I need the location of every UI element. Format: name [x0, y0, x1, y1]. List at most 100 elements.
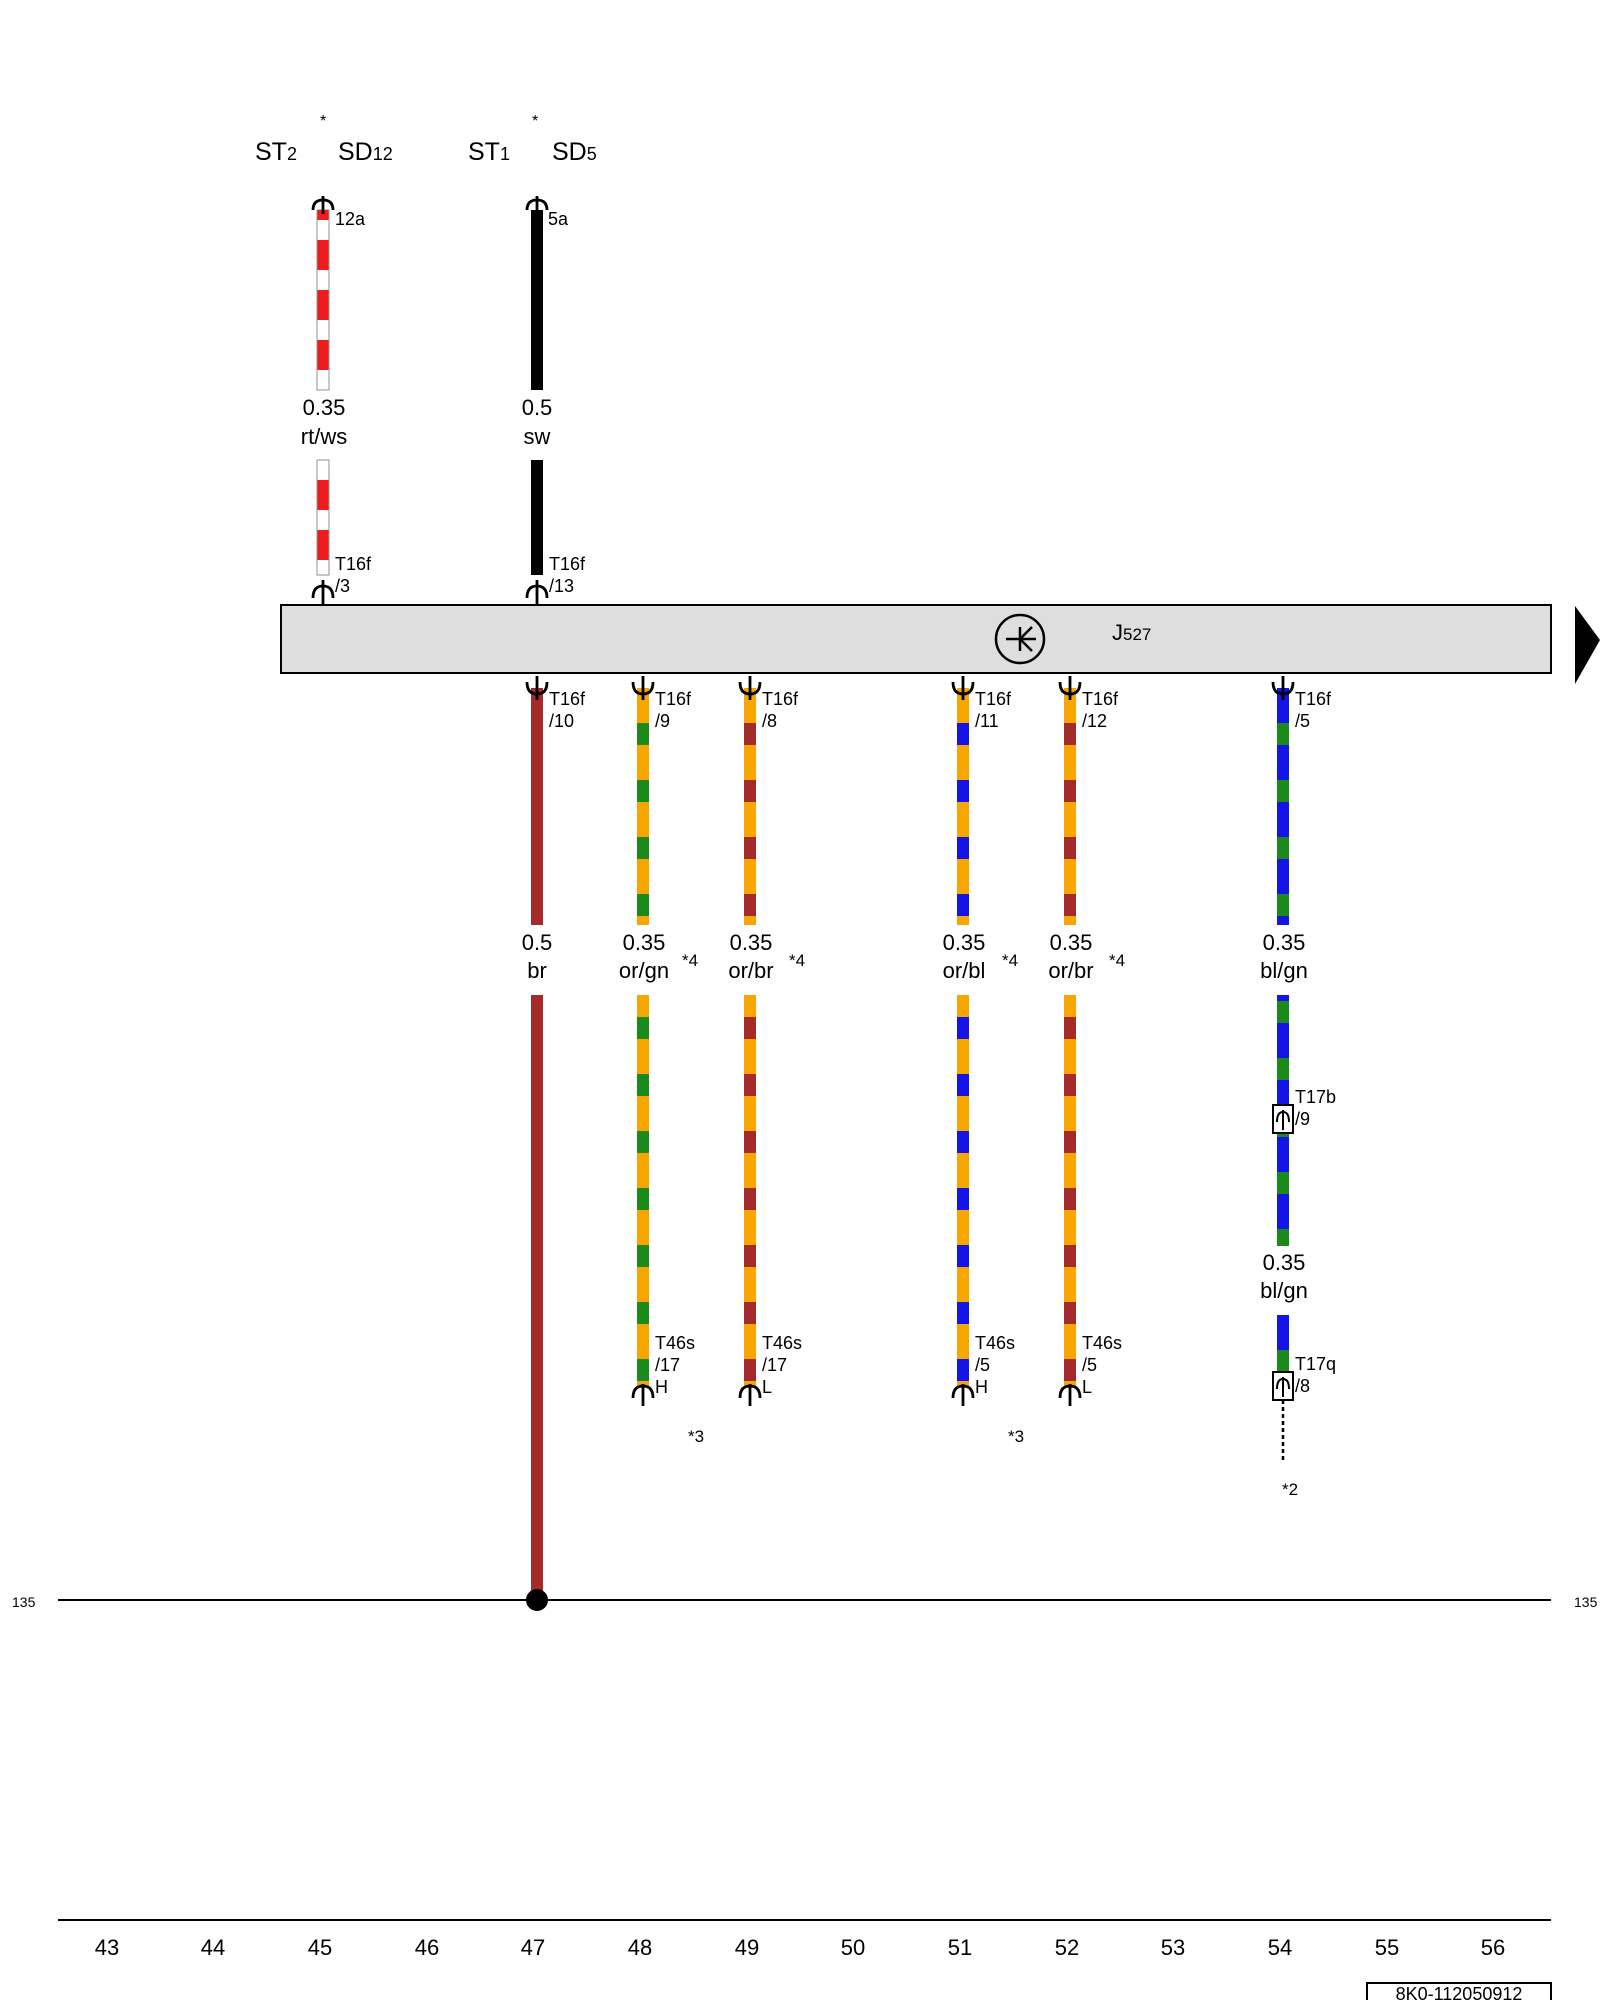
end-letter-w49: L — [762, 1377, 772, 1397]
size-w45: 0.35 — [303, 395, 346, 420]
color-w47: sw — [524, 424, 551, 449]
pin-t46s-17l-icon — [738, 1384, 762, 1406]
module-label: J527 — [1112, 620, 1151, 645]
top-wire-labels: 12a 5a 0.35 rt/ws 0.5 sw T16f /3 T16f /1… — [301, 209, 586, 596]
color-w45: rt/ws — [301, 424, 347, 449]
scale-56: 56 — [1481, 1935, 1505, 1960]
end-conn-w51: T46s — [975, 1333, 1015, 1353]
pin-t17b: /9 — [1295, 1109, 1310, 1129]
scale-47: 47 — [521, 1935, 545, 1960]
color-w51: or/bl — [943, 958, 986, 983]
size-w52: 0.35 — [1050, 930, 1093, 955]
module-box — [280, 604, 1552, 674]
pin-w48: /9 — [655, 711, 670, 731]
ground-label-right: 135 — [1574, 1594, 1598, 1610]
pin-top-5a-icon — [525, 196, 549, 214]
asterisk-2: * — [532, 113, 538, 130]
note-3-right: *3 — [1008, 1427, 1024, 1446]
pin-t46s-5h-icon — [951, 1384, 975, 1406]
size-w49: 0.35 — [730, 930, 773, 955]
scale-46: 46 — [415, 1935, 439, 1960]
conn-t17q: T17q — [1295, 1354, 1336, 1374]
color-w47b: br — [527, 958, 547, 983]
end-conn-w52: T46s — [1082, 1333, 1122, 1353]
continuation-arrow-icon — [1575, 606, 1600, 684]
pin-symbols — [311, 196, 1295, 1406]
junction-dot — [526, 1589, 548, 1611]
color-w54: bl/gn — [1260, 958, 1308, 983]
pin-w45: /3 — [335, 576, 350, 596]
size-w54-2: 0.35 — [1263, 1250, 1306, 1275]
doc-code-box: 8K0-112050912 — [1366, 1982, 1552, 2000]
pin-t16f-3-icon — [311, 580, 335, 604]
asterisk-1: * — [320, 113, 326, 130]
scale-44: 44 — [201, 1935, 225, 1960]
scale-54: 54 — [1268, 1935, 1292, 1960]
size-w47: 0.5 — [522, 395, 553, 420]
top-labels: ST2 SD12 ST1 SD5 * * — [255, 113, 597, 166]
label-st2: ST2 — [255, 138, 297, 166]
ground-label-left: 135 — [12, 1594, 36, 1610]
pin-w51: /11 — [975, 711, 999, 731]
doc-code: 8K0-112050912 — [1396, 1984, 1523, 2000]
ground-line: 135 135 — [12, 1589, 1598, 1611]
end-pin-w52: /5 — [1082, 1355, 1097, 1375]
conn-w52: T16f — [1082, 689, 1119, 709]
note-w52: *4 — [1109, 951, 1125, 970]
module-j527: J527 — [280, 604, 1600, 684]
scale-49: 49 — [735, 1935, 759, 1960]
end-letter-w52: L — [1082, 1377, 1092, 1397]
scale-52: 52 — [1055, 1935, 1079, 1960]
end-conn-w48: T46s — [655, 1333, 695, 1353]
scale-50: 50 — [841, 1935, 865, 1960]
scale-51: 51 — [948, 1935, 972, 1960]
pin-top-12a-icon — [311, 196, 335, 214]
conn-w45: T16f — [335, 554, 372, 574]
pin-t16f-8-icon — [738, 676, 762, 700]
pin-w52: /12 — [1082, 711, 1107, 731]
scale-55: 55 — [1375, 1935, 1399, 1960]
end-pin-w51: /5 — [975, 1355, 990, 1375]
label-st1: ST1 — [468, 138, 510, 166]
conn-w47b: T16f — [549, 689, 586, 709]
pin-t46s-17h-icon — [631, 1384, 655, 1406]
bottom-scale: 43 44 45 46 47 48 49 50 51 52 53 54 55 5… — [58, 1919, 1551, 1960]
end-pin-w49: /17 — [762, 1355, 787, 1375]
conn-w48: T16f — [655, 689, 692, 709]
pin-t16f-13-icon — [525, 580, 549, 604]
size-w54: 0.35 — [1263, 930, 1306, 955]
pin-t46s-5l-icon — [1058, 1384, 1082, 1406]
connector-t17b-icon — [1272, 1104, 1294, 1134]
conn-w51: T16f — [975, 689, 1012, 709]
end-conn-w49: T46s — [762, 1333, 802, 1353]
wire-segments — [316, 209, 1289, 1598]
pin-t16f-12-icon — [1058, 676, 1082, 700]
label-sd5: SD5 — [552, 138, 597, 166]
scale-48: 48 — [628, 1935, 652, 1960]
pin-t16f-5-icon — [1271, 676, 1295, 700]
scale-53: 53 — [1161, 1935, 1185, 1960]
end-pin-w48: /17 — [655, 1355, 680, 1375]
pin-t16f-9-icon — [631, 676, 655, 700]
note-2: *2 — [1282, 1480, 1298, 1499]
bottom-wire-labels: T16f /10 T16f /9 T16f /8 T16f /11 T16f /… — [522, 689, 1336, 1499]
scale-45: 45 — [308, 1935, 332, 1960]
label-sd12: SD12 — [338, 138, 393, 166]
conn-t17b: T17b — [1295, 1087, 1336, 1107]
color-w49: or/br — [728, 958, 773, 983]
pin-t17q: /8 — [1295, 1376, 1310, 1396]
pin-w47: /13 — [549, 576, 574, 596]
size-w48: 0.35 — [623, 930, 666, 955]
color-w52: or/br — [1048, 958, 1093, 983]
note-w48: *4 — [682, 951, 698, 970]
pin-t16f-10-icon — [525, 676, 549, 700]
size-w51: 0.35 — [943, 930, 986, 955]
note-3-left: *3 — [688, 1427, 704, 1446]
color-w48: or/gn — [619, 958, 669, 983]
end-letter-w51: H — [975, 1377, 988, 1397]
conn-w54: T16f — [1295, 689, 1332, 709]
note-w49: *4 — [789, 951, 805, 970]
color-w54-2: bl/gn — [1260, 1278, 1308, 1303]
connector-t17q-icon — [1272, 1371, 1294, 1401]
